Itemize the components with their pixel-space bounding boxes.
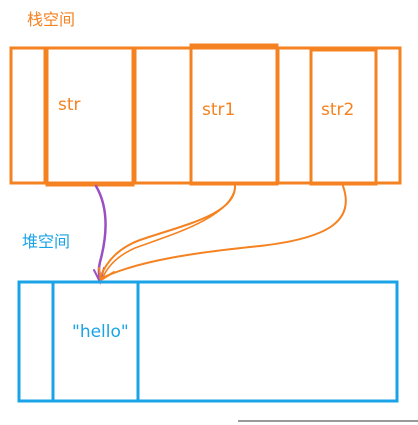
reference-arrow-str2 xyxy=(101,185,347,279)
stack-cell-str: str xyxy=(45,46,135,187)
reference-arrow-str1-stroke xyxy=(102,187,236,278)
heap-object-box xyxy=(51,280,140,403)
variable-label-str1: str1 xyxy=(202,100,235,120)
stack-cell-str2: str2 xyxy=(309,48,378,186)
reference-arrow-str xyxy=(94,184,107,282)
heap-space-title: 堆空间 xyxy=(22,232,70,251)
heap-space: 堆空间 "hello" xyxy=(17,232,399,403)
stack-cell-str1: str1 xyxy=(189,43,279,186)
stack-space-title: 栈空间 xyxy=(27,10,75,29)
reference-arrows xyxy=(93,184,347,285)
heap-frame xyxy=(17,280,399,403)
heap-object-value: "hello" xyxy=(72,322,129,342)
reference-arrow-str1 xyxy=(99,185,237,279)
stack-cell-str2-box xyxy=(309,48,378,186)
arrowhead-orange xyxy=(98,267,115,282)
stack-cell-str1-box xyxy=(189,43,279,186)
variable-label-str2: str2 xyxy=(321,100,354,120)
stack-cell-str-box xyxy=(45,46,135,187)
variable-label-str: str xyxy=(58,95,81,115)
heap-object-hello: "hello" xyxy=(51,280,140,403)
stack-space: 栈空间 str str1 str2 xyxy=(9,10,402,187)
